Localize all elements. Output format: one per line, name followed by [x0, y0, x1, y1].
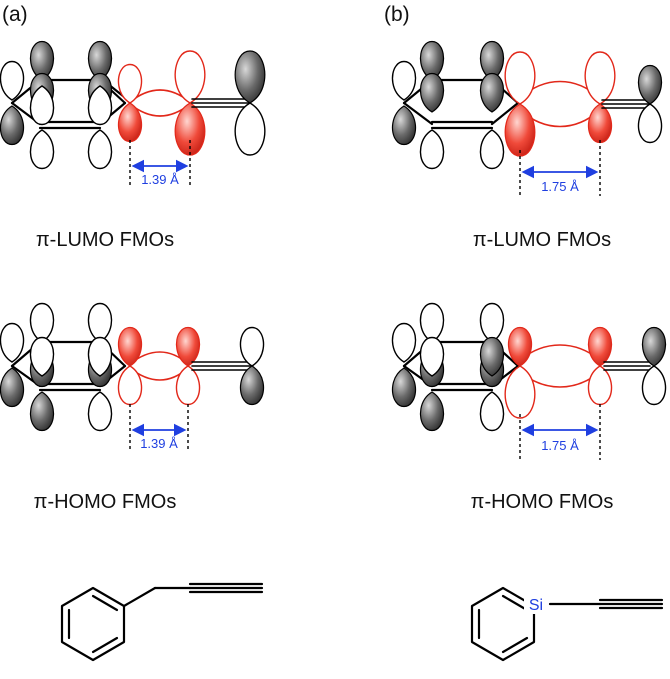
panel-label-b: (b) [384, 3, 410, 26]
distance-label-a-lumo: 1.39 Å [141, 172, 179, 187]
distance-label-b-lumo: 1.75 Å [541, 179, 579, 194]
caption-b-lumo: π-LUMO FMOs [473, 229, 611, 251]
panel-label-a: (a) [2, 3, 28, 26]
distance-label-a-homo: 1.39 Å [140, 436, 178, 451]
caption-b-homo: π-HOMO FMOs [471, 491, 614, 513]
benzene-lumo-orbitals: 1.39 Å [0, 40, 266, 188]
silabenzene-lumo-orbitals: 1.75 Å [391, 40, 663, 196]
distance-label-b-homo: 1.75 Å [541, 438, 579, 453]
benzene-homo-orbitals: 1.39 Å [0, 302, 265, 451]
ring-skeleton [402, 340, 520, 392]
silabenzene-ethynyl-structure: Si [470, 586, 664, 662]
caption-a-homo: π-HOMO FMOs [34, 491, 177, 513]
silabenzene-homo-orbitals: 1.75 Å [391, 302, 667, 460]
silicon-atom-label: Si [529, 597, 543, 614]
caption-a-lumo: π-LUMO FMOs [36, 229, 174, 251]
phenylacetylene-structure [60, 582, 264, 662]
